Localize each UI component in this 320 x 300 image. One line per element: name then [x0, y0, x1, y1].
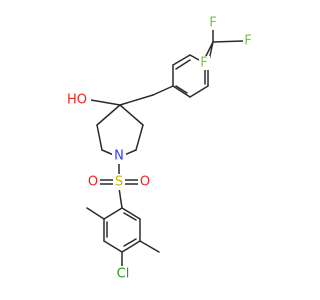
bond-line — [172, 54, 191, 66]
fluorine-label-top: F — [209, 16, 216, 31]
sulfonyl-oxygen-left: O — [88, 175, 98, 190]
bond-line — [139, 240, 160, 253]
label-bg-f-top — [208, 16, 219, 30]
sulfur-label: S — [115, 175, 123, 190]
label-bg-f-right — [243, 34, 254, 48]
fluorine-label-bottom: F — [200, 56, 207, 71]
bond-line — [135, 124, 144, 151]
bond-line — [121, 240, 141, 253]
label-bg-o-left — [86, 174, 100, 190]
label-bg-sulfur — [113, 174, 125, 190]
bond-line — [123, 238, 137, 247]
bond-line — [103, 240, 123, 253]
bond-line — [96, 124, 103, 151]
label-bg-o-right — [138, 174, 152, 190]
bond-line — [103, 207, 123, 220]
bond-lines — [86, 27, 244, 267]
bond-line — [189, 85, 209, 98]
atom-labels: HO F F F N S O O Cl — [63, 16, 254, 282]
bond-line — [121, 207, 141, 220]
bond-line — [152, 85, 174, 96]
bond-line — [175, 59, 191, 70]
hydroxyl-label: HO — [67, 93, 87, 108]
bond-line — [212, 40, 244, 43]
label-bg-hydroxyl — [63, 91, 91, 109]
bond-line — [172, 85, 191, 98]
bond-line — [119, 104, 144, 126]
label-bg-nitrogen — [112, 148, 126, 164]
sulfonyl-oxygen-right: O — [140, 175, 150, 190]
bond-line — [175, 85, 188, 94]
nitrogen-label: N — [114, 149, 124, 164]
molecule-structure: HO F F F N S O O Cl — [63, 15, 254, 282]
bond-line — [118, 187, 123, 209]
bond-line — [204, 41, 214, 59]
bond-line — [119, 94, 154, 106]
bond-line — [123, 212, 137, 221]
label-bg-f-bottom — [199, 56, 210, 70]
chlorine-label: Cl — [117, 267, 130, 282]
label-bg-chlorine — [112, 266, 134, 282]
bond-line — [90, 99, 121, 106]
fluorine-label-right: F — [244, 34, 251, 49]
bond-line — [96, 104, 121, 126]
bond-line — [86, 207, 105, 220]
